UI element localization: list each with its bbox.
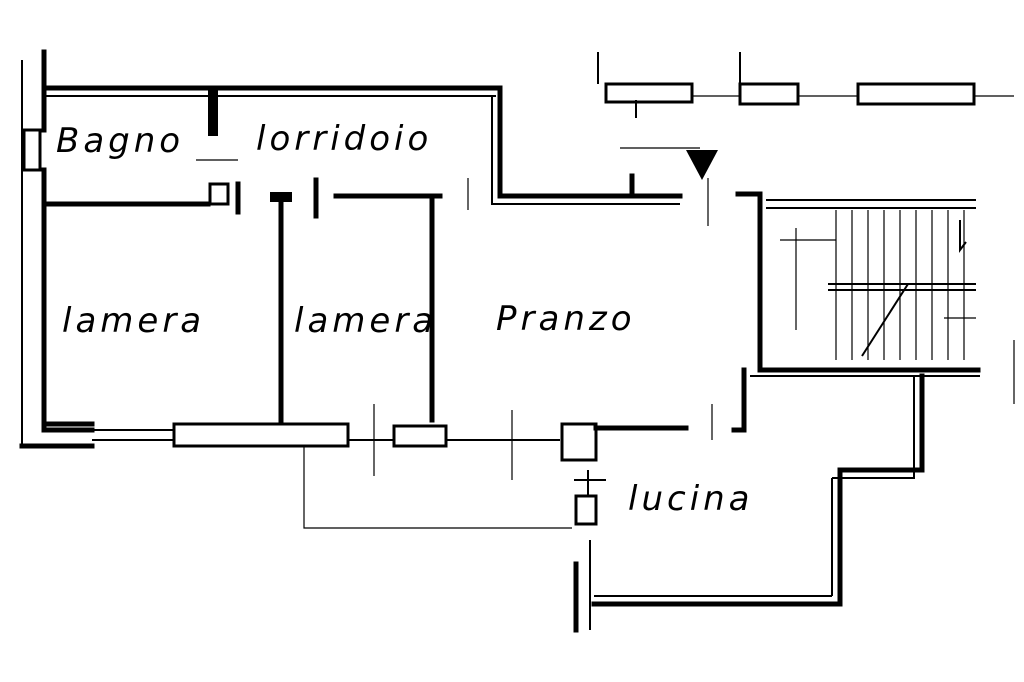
outer-left-wall: [19, 49, 95, 449]
room-label-bagno: Bagno: [56, 121, 184, 161]
corridor-walls: [270, 177, 469, 423]
room-label-cucina: lucina: [628, 479, 754, 519]
room-label-camera-right: lamera: [294, 301, 437, 341]
room-label-pranzo: Pranzo: [496, 299, 636, 339]
top-wall: [41, 85, 683, 205]
top-right-windows: [597, 52, 1015, 440]
room-label-corridoio: lorridoio: [256, 119, 432, 159]
kitchen-junction: [560, 373, 925, 633]
stair-block: [731, 191, 981, 433]
bottom-wall: [41, 404, 572, 529]
room-label-camera-left: lamera: [62, 301, 205, 341]
bagno-wall: [41, 159, 241, 215]
